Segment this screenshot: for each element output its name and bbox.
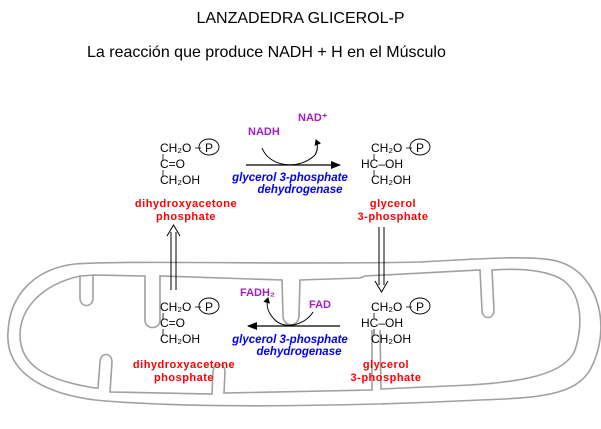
- dhap-label-bottom-2: phosphate: [154, 372, 214, 384]
- enzyme-label-bottom-2: dehydrogenase: [257, 346, 343, 358]
- inner-membrane: [19, 268, 581, 395]
- mol-line: CH₂O: [160, 141, 191, 155]
- transport-arrow-g3p-in: [374, 227, 389, 293]
- dhap-structure-bottom: CH₂O C=O CH₂OH P: [160, 297, 220, 346]
- dhap-label-top-2: phosphate: [156, 211, 216, 223]
- g3p-label-bottom-2: 3-phosphate: [351, 372, 422, 384]
- phosphate-label: P: [416, 141, 424, 155]
- mol-line: C=O: [160, 316, 185, 330]
- outer-membrane: [7, 257, 601, 407]
- phosphate-circle: [198, 138, 220, 156]
- mol-line: CH₂OH: [371, 173, 411, 187]
- nad-plus-label: NAD⁺: [298, 112, 328, 124]
- g3p-label-bottom-1: glycerol: [363, 359, 409, 371]
- mol-line: CH₂O: [371, 141, 402, 155]
- mol-line: CH₂O: [160, 300, 191, 314]
- cofactor-curve-arrow: [261, 139, 322, 166]
- dhap-label-top-1: dihydroxyacetone: [135, 198, 237, 210]
- g3p-structure-bottom: CH₂O HC–OH CH₂OH P: [361, 297, 431, 346]
- mol-line: HC–OH: [361, 157, 403, 171]
- g3p-label-top-1: glycerol: [370, 198, 416, 210]
- phosphate-label: P: [205, 141, 213, 155]
- dhap-structure-top: CH₂O C=O CH₂OH P: [160, 138, 220, 187]
- enzyme-label-top-2: dehydrogenase: [258, 184, 344, 196]
- mol-line: CH₂OH: [371, 332, 411, 346]
- mol-line: C=O: [160, 157, 185, 171]
- g3p-label-top-2: 3-phosphate: [358, 211, 429, 223]
- phosphate-circle: [409, 297, 431, 315]
- mol-line: HC–OH: [361, 316, 403, 330]
- enzyme-label-bottom-1: glycerol 3-phosphate: [231, 334, 348, 346]
- fad-label: FAD: [309, 299, 331, 311]
- fadh2-label: FADH₂: [240, 287, 275, 299]
- g3p-structure-top: CH₂O HC–OH CH₂OH P: [361, 138, 431, 187]
- phosphate-circle: [198, 297, 220, 315]
- transport-arrow-dhap-out: [166, 224, 181, 290]
- mitochondrion: [7, 257, 601, 407]
- diagram-subtitle: La reacción que produce NADH + H en el M…: [87, 44, 446, 61]
- nadh-label: NADH: [248, 126, 280, 138]
- enzyme-label-top-1: glycerol 3-phosphate: [231, 172, 348, 184]
- phosphate-label: P: [205, 300, 213, 314]
- mol-line: CH₂OH: [160, 332, 200, 346]
- mol-line: CH₂OH: [160, 173, 200, 187]
- phosphate-label: P: [416, 300, 424, 314]
- mol-line: CH₂O: [371, 300, 402, 314]
- phosphate-circle: [409, 138, 431, 156]
- diagram-title: LANZADEDRA GLICEROL-P: [196, 10, 405, 27]
- cytosol-reaction: CH₂O C=O CH₂OH P dihydroxyacetone phosph…: [135, 112, 431, 223]
- cofactor-curve-arrow: [263, 297, 314, 326]
- dhap-label-bottom-1: dihydroxyacetone: [133, 359, 235, 371]
- mitochondrial-reaction: CH₂O C=O CH₂OH P dihydroxyacetone phosph…: [133, 287, 431, 384]
